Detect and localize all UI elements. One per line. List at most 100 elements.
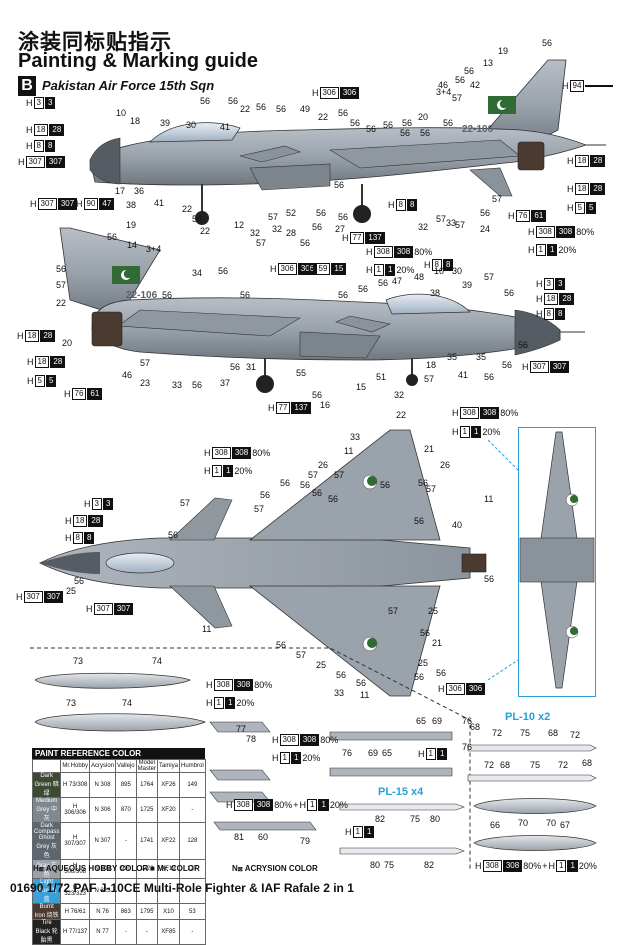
paint-swatch: Dark Green 暗绿: [31, 772, 62, 798]
bot-callout: 25: [316, 660, 327, 670]
mid-callout: 35: [447, 352, 458, 362]
mid-callout: 22: [56, 298, 67, 308]
store-callout: 72: [558, 760, 569, 770]
paint-col-header: Acrysion: [89, 759, 117, 773]
store-callout: 76: [462, 716, 473, 726]
top-callout: 3+4: [436, 87, 452, 97]
scheme-subtitle: Pakistan Air Force 15th Sqn: [42, 78, 215, 93]
mid-callout: 56: [192, 380, 203, 390]
bot-callout: 57: [388, 606, 399, 616]
bot-callout: 56: [280, 478, 291, 488]
paint-cell: H 77/137: [60, 919, 91, 945]
bot-callout: 56: [336, 670, 347, 680]
top-callout: 56: [350, 118, 361, 128]
store-callout: 72: [492, 728, 503, 738]
bot-callout: 25: [66, 586, 77, 596]
mid-callout: 38: [430, 288, 441, 298]
top-callout: 56: [338, 108, 349, 118]
bot-callout: 11: [344, 446, 354, 456]
store-callout: 75: [410, 814, 421, 824]
mid-callout: 56: [518, 340, 529, 350]
bot-callout: 56: [414, 516, 425, 526]
store-callout: 81: [234, 832, 245, 842]
mid-callout: 56: [338, 290, 349, 300]
bot-callout: 40: [452, 520, 463, 530]
bot-callout: 57: [296, 650, 307, 660]
top-callout: 19: [498, 46, 509, 56]
mid-callout: 3+4: [146, 244, 162, 254]
paint-cell: H 76/61: [60, 903, 91, 920]
mid-callout: 56: [56, 264, 67, 274]
mid-callout: 51: [376, 372, 387, 382]
top-callout: 56: [455, 75, 466, 85]
top-callout: 32: [272, 224, 283, 234]
legend-acrysion: N⊠ ACRYSION COLOR: [232, 864, 318, 873]
mid-callout: 57: [484, 272, 495, 282]
mid-callout: 56: [358, 284, 369, 294]
top-callout: 38: [126, 200, 137, 210]
bot-callout: 56: [300, 480, 311, 490]
top-callout: 56: [312, 222, 323, 232]
store-callout: 78: [246, 734, 257, 744]
title-chinese: 涂装同标贴指示: [18, 31, 172, 54]
paint-col-header: Vallejo: [115, 759, 137, 773]
mid-callout: 32: [394, 390, 405, 400]
top-callout: 57: [268, 212, 279, 222]
top-callout: 57: [455, 220, 466, 230]
top-callout: 33: [446, 218, 457, 228]
store-callout: 74: [152, 656, 163, 666]
paint-swatch: Tire Black 轮胎黑: [31, 919, 62, 945]
paint-cell: 1764: [135, 772, 158, 798]
paint-cell: -: [115, 822, 137, 860]
paint-swatch: Gray 灰色: [31, 859, 62, 879]
top-callout: 52: [286, 208, 297, 218]
bot-callout: 57: [254, 504, 265, 514]
store-callout: 69: [432, 716, 443, 726]
top-callout: 56: [276, 104, 287, 114]
top-callout: 32: [250, 228, 261, 238]
tail-code-left: 22-106: [126, 290, 158, 301]
top-callout: 46: [438, 80, 449, 90]
bot-callout: 56: [414, 672, 425, 682]
store-callout: 74: [122, 698, 133, 708]
store-callout: 68: [582, 758, 593, 768]
bot-callout: 21: [424, 444, 435, 454]
store-callout: 80: [370, 860, 381, 870]
top-callout: 56: [256, 102, 267, 112]
mid-callout: 57: [140, 358, 151, 368]
store-callout: 68: [470, 722, 481, 732]
store-callout: 73: [66, 698, 77, 708]
mid-callout: 57: [424, 374, 435, 384]
top-callout: 22: [200, 226, 211, 236]
store-callout: 69: [368, 748, 379, 758]
bot-callout: 56: [418, 478, 429, 488]
bot-callout: 33: [334, 688, 345, 698]
bot-callout: 11: [202, 624, 212, 634]
top-callout: 56: [480, 208, 491, 218]
paint-cell: N 306: [89, 797, 117, 823]
pl10-label: PL-10 x2: [505, 711, 551, 723]
bot-callout: 33: [350, 432, 361, 442]
store-callout: 70: [546, 818, 557, 828]
top-callout: 56: [400, 128, 411, 138]
store-callout: 68: [500, 760, 511, 770]
